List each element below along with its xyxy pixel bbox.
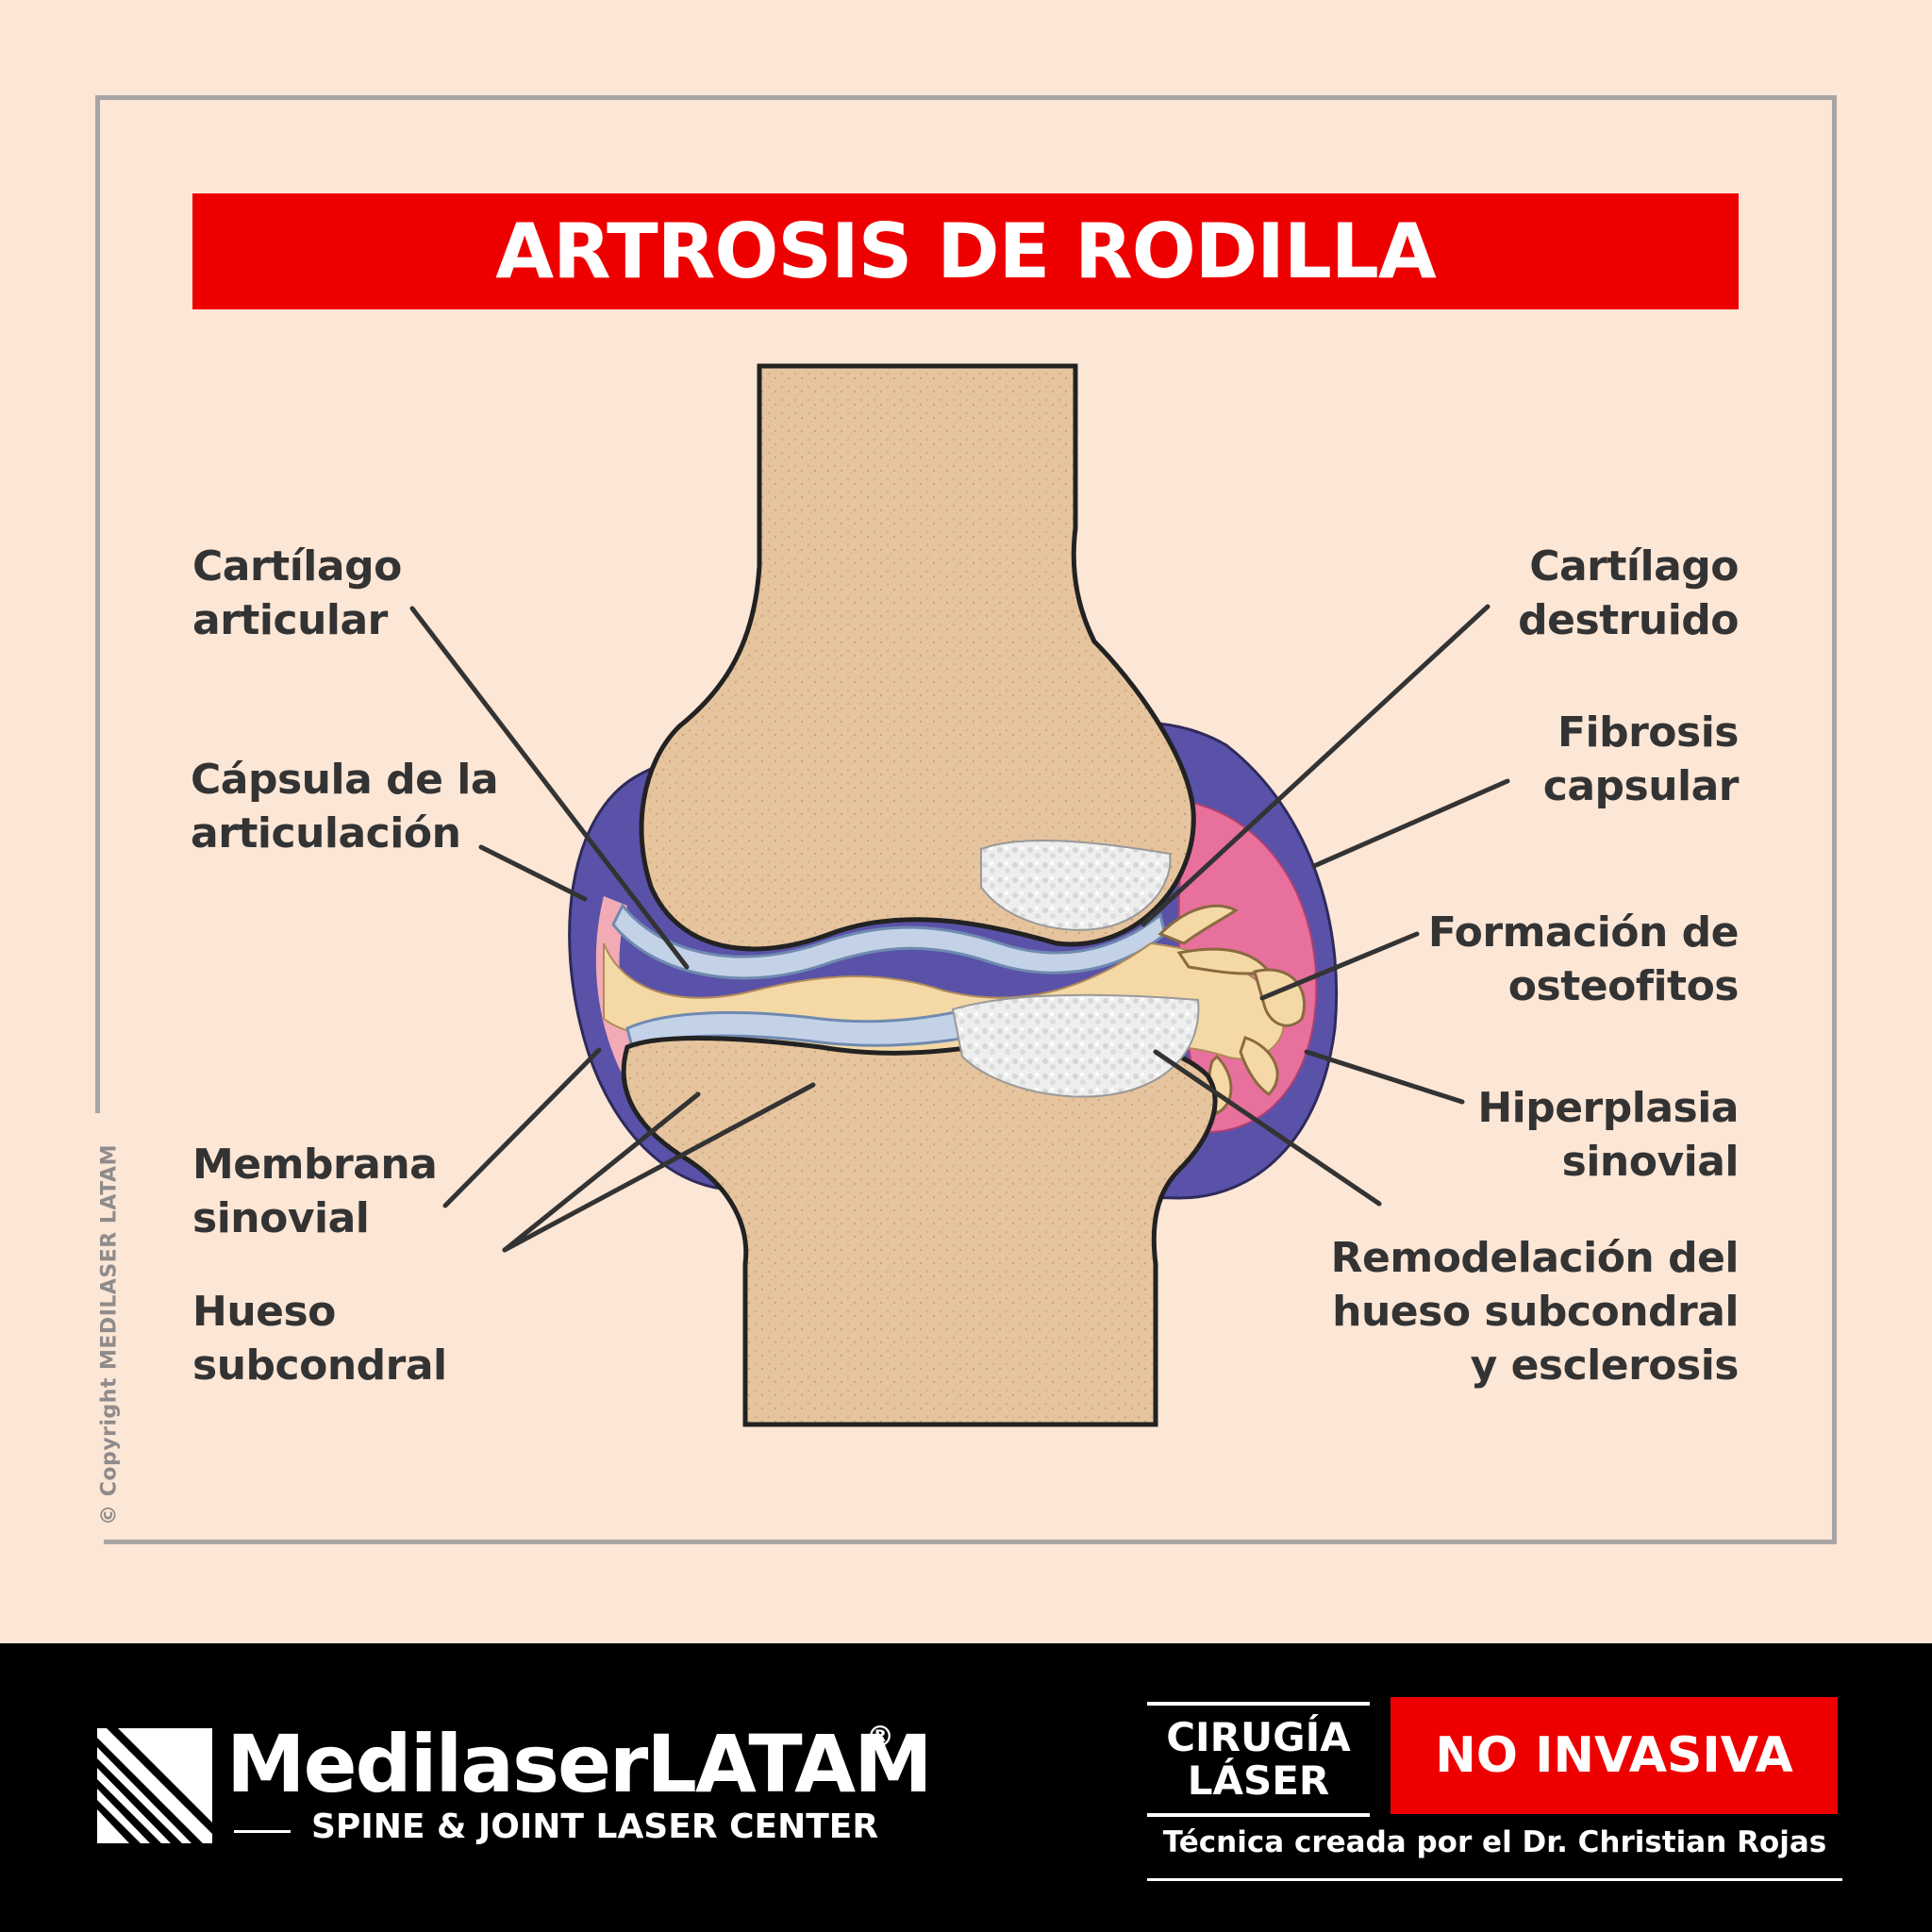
leader-osteofitos — [1259, 931, 1420, 1001]
content-frame — [95, 95, 1837, 1544]
label-formacion-osteofitos: Formación de osteofitos — [1427, 908, 1740, 1010]
label-membrana-sinovial: Membrana sinovial — [192, 1141, 438, 1242]
cartilage-lesion-femur — [980, 839, 1172, 931]
cirugia-laser-badge: CIRUGÍA LÁSER — [1147, 1702, 1370, 1817]
label-remodelacion: Remodelación del hueso subcondral y escl… — [1330, 1234, 1740, 1390]
tagline-dash — [234, 1830, 291, 1833]
label-cartilago-destruido: Cartílago destruido — [1518, 542, 1739, 644]
leader-cartilago-articular — [409, 606, 690, 970]
label-cartilago-articular: Cartílago articular — [192, 542, 402, 644]
femur-bone — [639, 363, 1196, 952]
leader-membrana — [442, 1047, 602, 1208]
label-hueso-subcondral: Hueso subcondral — [192, 1288, 447, 1390]
frame-gap — [91, 1113, 104, 1557]
leader-capsula — [478, 844, 588, 902]
knee-joint-diagram — [409, 363, 1510, 1427]
brand-name: MedilaserLATAM — [226, 1718, 933, 1810]
page-title: ARTROSIS DE RODILLA — [495, 208, 1437, 295]
label-fibrosis-capsular: Fibrosis capsular — [1542, 708, 1740, 810]
registered-mark: ® — [866, 1721, 894, 1754]
label-hiperplasia-sinovial: Hiperplasia sinovial — [1477, 1084, 1739, 1186]
leader-lines — [409, 604, 1510, 1253]
subchondral-lesion-tibia — [951, 993, 1200, 1098]
leader-cartilago-destruido — [1141, 604, 1491, 927]
leader-hiperplasia — [1304, 1049, 1465, 1105]
tibia-bone — [621, 1034, 1218, 1427]
label-capsula-articulacion: Cápsula de la articulación — [191, 756, 499, 858]
title-banner: ARTROSIS DE RODILLA — [192, 193, 1739, 309]
leader-remodelacion — [1153, 1049, 1382, 1207]
medilaser-logo-icon — [97, 1728, 212, 1843]
leader-hueso-a — [502, 1091, 701, 1253]
no-invasiva-text: NO INVASIVA — [1435, 1727, 1793, 1784]
leader-hueso-b — [502, 1082, 816, 1253]
leader-fibrosis — [1311, 778, 1510, 869]
no-invasiva-badge: NO INVASIVA — [1391, 1697, 1838, 1814]
technique-credit: Técnica creada por el Dr. Christian Roja… — [1147, 1825, 1842, 1881]
brand-tagline: SPINE & JOINT LASER CENTER — [311, 1807, 879, 1846]
